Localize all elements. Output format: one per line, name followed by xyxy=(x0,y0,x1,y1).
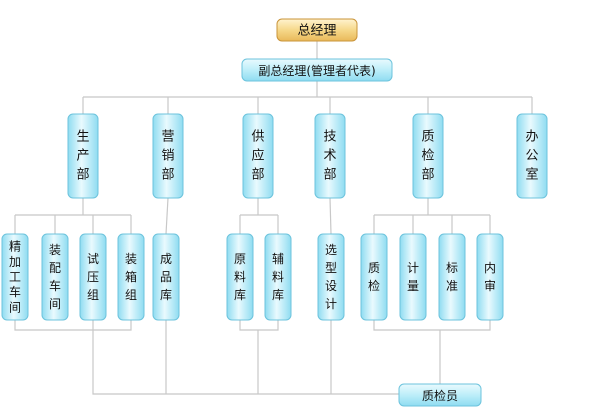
general-manager-label: 总经理 xyxy=(297,24,336,39)
unit-box-standard xyxy=(438,233,466,321)
connector-units-sales xyxy=(165,197,169,235)
unit-box-raw-store xyxy=(226,233,254,321)
unit-box-metering xyxy=(399,233,427,321)
dept-box-tech xyxy=(314,113,346,199)
deputy-manager-label: 副总经理(管理者代表) xyxy=(258,63,375,78)
dept-label-quality: 质检部 xyxy=(421,130,434,183)
unit-box-aux-store xyxy=(264,233,292,321)
connector-lines xyxy=(14,41,533,395)
dept-box-office xyxy=(516,113,548,199)
dept-label-sales: 营销部 xyxy=(161,130,174,183)
connector-supply-loop xyxy=(239,320,279,331)
dept-box-production xyxy=(67,113,99,199)
unit-box-packing xyxy=(117,233,145,321)
dept-label-office: 办公室 xyxy=(525,130,538,183)
unit-label-quality-unit: 质检 xyxy=(368,261,380,293)
unit-label-aux-store: 辅料库 xyxy=(272,252,284,302)
connector-quality-loop xyxy=(373,320,491,331)
unit-box-selection-design xyxy=(317,233,345,321)
inspector-box xyxy=(398,383,482,407)
dept-label-production: 生产部 xyxy=(76,130,89,183)
connector-to-inspector-left xyxy=(92,320,399,395)
unit-box-quality-unit xyxy=(360,233,388,321)
connector-units-tech xyxy=(329,197,332,235)
unit-box-finished-store xyxy=(152,233,180,321)
deputy-manager-box xyxy=(241,58,393,82)
unit-label-metering: 计量 xyxy=(407,261,419,293)
inspector-label: 质检员 xyxy=(422,388,458,403)
dept-box-sales xyxy=(152,113,184,199)
unit-label-standard: 标准 xyxy=(446,261,458,293)
dept-box-quality xyxy=(412,113,444,199)
unit-label-raw-store: 原料库 xyxy=(234,252,246,302)
unit-label-machining: 精加工车间 xyxy=(9,240,21,315)
unit-label-packing: 装箱组 xyxy=(125,252,137,302)
connector-prod-loop xyxy=(14,320,132,331)
dept-label-tech: 技术部 xyxy=(323,130,336,183)
unit-box-assembly xyxy=(41,233,69,321)
dept-label-supply: 供应部 xyxy=(251,130,264,183)
unit-label-assembly: 装配车间 xyxy=(49,243,61,311)
unit-label-internal-audit: 内审 xyxy=(484,261,496,293)
general-manager-box xyxy=(276,18,358,42)
unit-label-pressure-test: 试压组 xyxy=(87,251,99,302)
unit-label-selection-design: 选型设计 xyxy=(325,243,337,311)
unit-box-pressure-test xyxy=(79,233,107,321)
dept-box-supply xyxy=(242,113,274,199)
unit-box-internal-audit xyxy=(476,233,504,321)
unit-label-finished-store: 成品库 xyxy=(160,252,172,302)
unit-box-machining xyxy=(1,233,29,321)
